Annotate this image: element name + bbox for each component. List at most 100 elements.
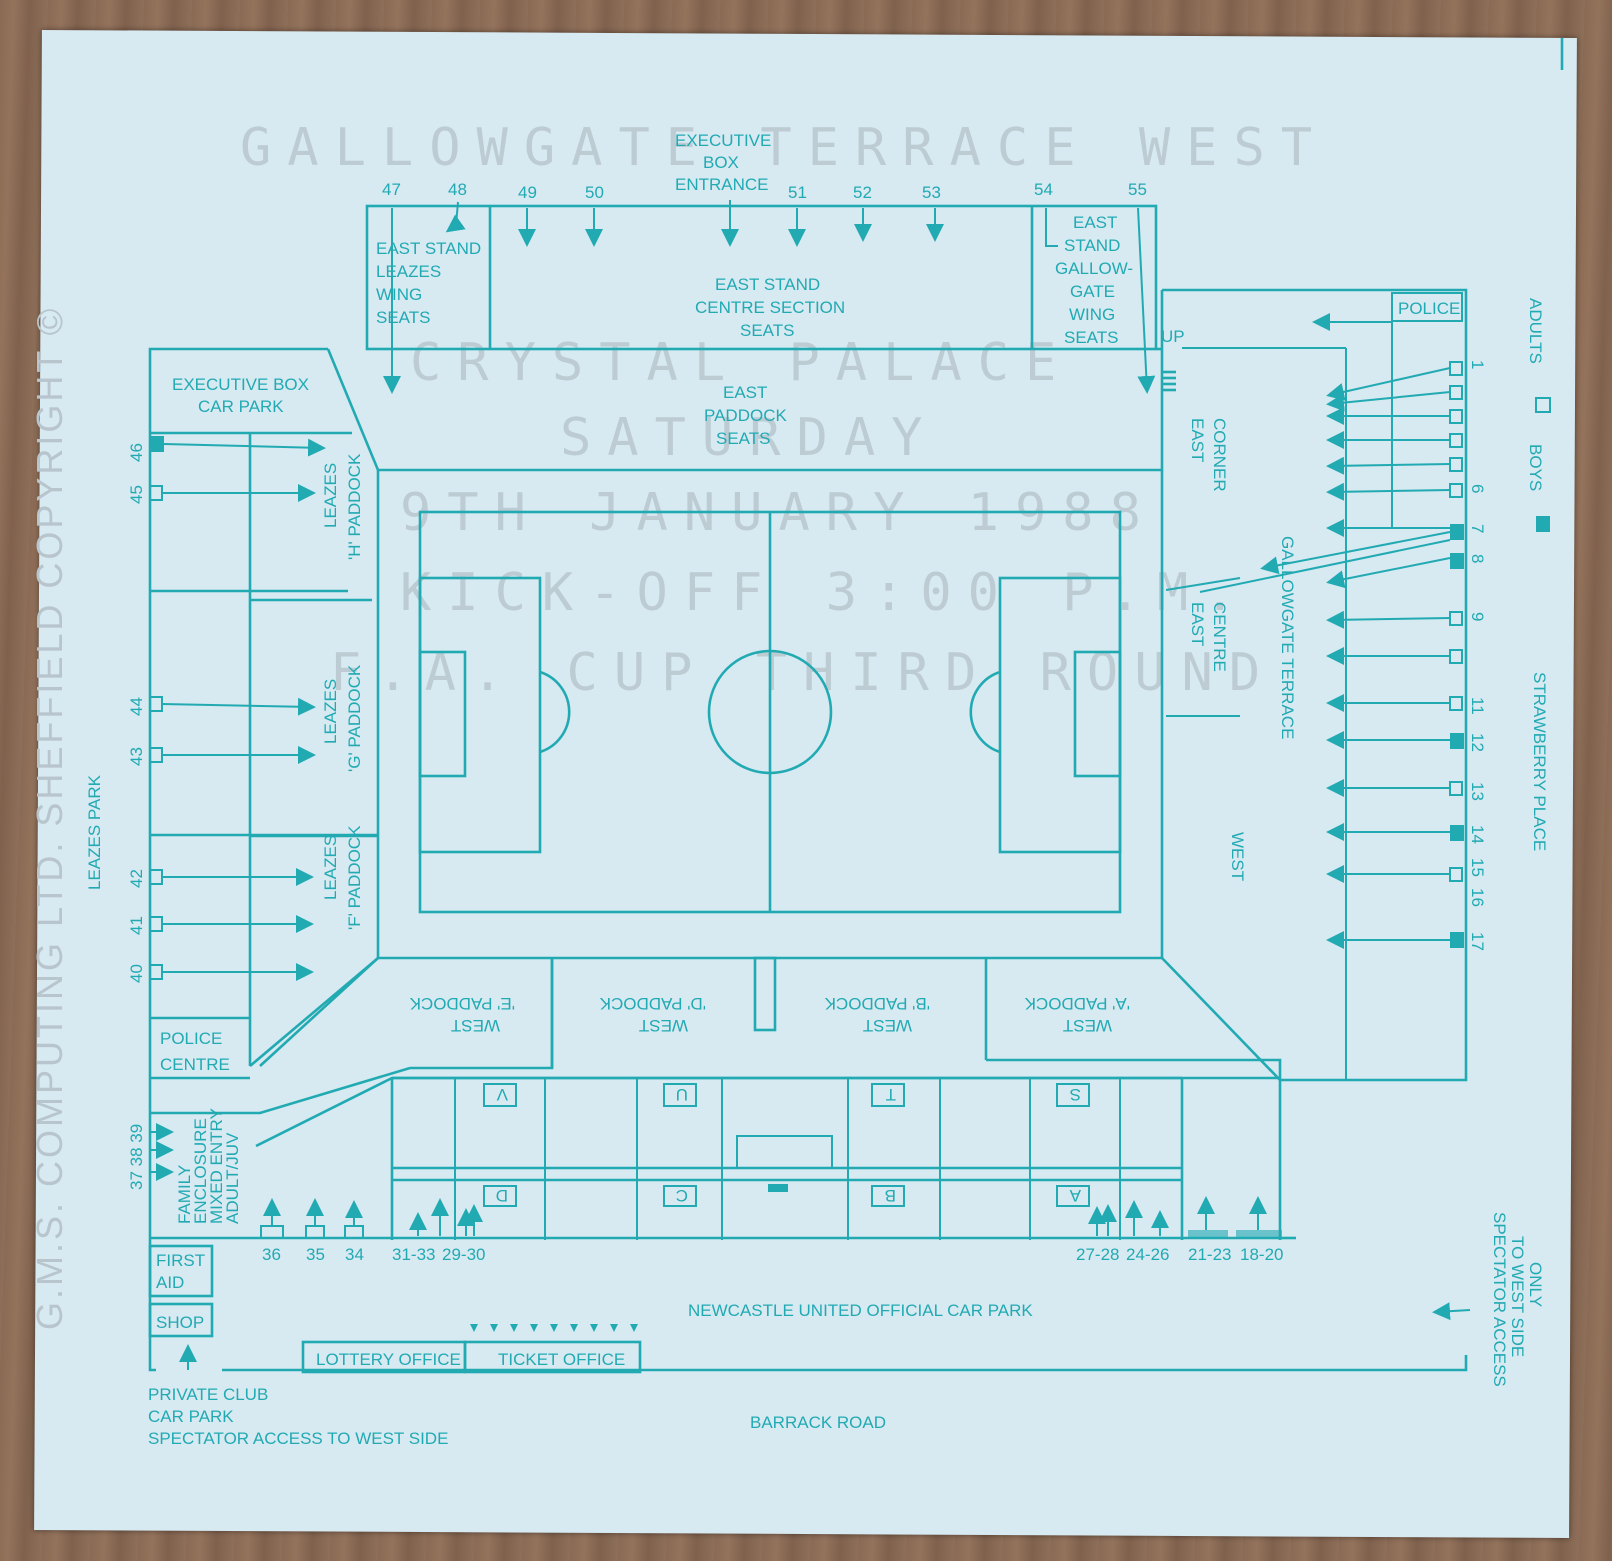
svg-text:SPECTATOR ACCESS: SPECTATOR ACCESS <box>1490 1212 1509 1387</box>
svg-text:SPECTATOR ACCESS TO WEST SIDE: SPECTATOR ACCESS TO WEST SIDE <box>148 1429 448 1448</box>
svg-text:WEST: WEST <box>639 1016 688 1035</box>
stand-outlines <box>148 204 1468 1374</box>
svg-text:EXECUTIVE: EXECUTIVE <box>675 131 771 150</box>
police-centre: POLICE CENTRE <box>160 1029 230 1074</box>
svg-text:FIRST: FIRST <box>156 1251 205 1270</box>
svg-text:CENTRE: CENTRE <box>1210 602 1229 672</box>
west-d-paddock: WEST 'D' PADDOCK <box>599 994 706 1035</box>
svg-text:FAMILY: FAMILY <box>175 1165 194 1224</box>
gate-44: 44 <box>127 697 146 716</box>
legend-boys-label: BOYS <box>1526 444 1545 491</box>
ghost-line-3: SATURDAY <box>560 408 938 468</box>
svg-text:LEAZES: LEAZES <box>321 463 340 528</box>
gate-15: 15 <box>1468 858 1487 877</box>
svg-text:BOX: BOX <box>703 153 739 172</box>
svg-text:EAST: EAST <box>1073 213 1117 232</box>
shop-label: SHOP <box>156 1313 204 1332</box>
ticket-office-label: TICKET OFFICE <box>498 1350 625 1369</box>
gate-54: 54 <box>1034 180 1053 199</box>
leazes-h-paddock: LEAZES 'H' PADDOCK <box>321 453 364 560</box>
first-aid-box <box>148 1244 214 1298</box>
svg-text:AID: AID <box>156 1273 184 1292</box>
gate-53: 53 <box>922 183 941 202</box>
gate-36: 36 <box>262 1245 281 1264</box>
east-corner-label: EAST CORNER <box>1188 418 1229 492</box>
gate-1: 1 <box>1468 360 1487 369</box>
gate-29-30: 29-30 <box>442 1245 485 1264</box>
ticket-office-box <box>463 1340 642 1374</box>
gate-49: 49 <box>518 183 537 202</box>
svg-text:EAST STAND: EAST STAND <box>376 239 481 258</box>
official-car-park-label: NEWCASTLE UNITED OFFICIAL CAR PARK <box>688 1301 1033 1320</box>
ghost-line-6: F.A. CUP THIRD ROUND <box>330 643 1276 703</box>
lottery-office-label: LOTTERY OFFICE <box>316 1350 461 1369</box>
ghost-line-1: GALLOWGATE TERRACE WEST <box>240 118 1328 178</box>
svg-text:CENTRE: CENTRE <box>160 1055 230 1074</box>
svg-text:SEATS: SEATS <box>716 429 770 448</box>
svg-text:EAST STAND: EAST STAND <box>715 275 820 294</box>
box-v: V <box>496 1085 508 1104</box>
gate-21-23: 21-23 <box>1188 1245 1231 1264</box>
east-stand-gallowgate-wing: EAST STAND GALLOW- GATE WING SEATS <box>1055 213 1133 347</box>
svg-text:WING: WING <box>376 285 422 304</box>
svg-text:'H' PADDOCK: 'H' PADDOCK <box>345 453 364 560</box>
box-b: B <box>885 1186 896 1205</box>
east-centre-label: EAST CENTRE <box>1188 602 1229 672</box>
gate-51: 51 <box>788 183 807 202</box>
top-gate-arrows <box>383 200 1156 394</box>
gate-18-20: 18-20 <box>1240 1245 1283 1264</box>
gate-35: 35 <box>306 1245 325 1264</box>
gate-50: 50 <box>585 183 604 202</box>
svg-text:PRIVATE CLUB: PRIVATE CLUB <box>148 1385 268 1404</box>
svg-text:CENTRE SECTION: CENTRE SECTION <box>695 298 845 317</box>
box-d: D <box>496 1186 508 1205</box>
barrack-road-label: BARRACK ROAD <box>750 1413 886 1432</box>
svg-text:GATE: GATE <box>1070 282 1115 301</box>
gate-8: 8 <box>1468 554 1487 563</box>
gate-34: 34 <box>345 1245 364 1264</box>
box-s: S <box>1070 1085 1081 1104</box>
shop-box <box>148 1302 214 1338</box>
leazes-park-label: LEAZES PARK <box>85 774 104 890</box>
gate-52: 52 <box>853 183 872 202</box>
svg-text:ADULT/JUV: ADULT/JUV <box>223 1132 242 1224</box>
gate-16: 16 <box>1468 888 1487 907</box>
legend: ADULTS BOYS <box>1526 298 1551 532</box>
gate-24-26: 24-26 <box>1126 1245 1169 1264</box>
svg-text:STAND: STAND <box>1064 236 1120 255</box>
gate-11: 11 <box>1468 697 1487 715</box>
svg-text:SEATS: SEATS <box>376 308 430 327</box>
gallowgate-terrace-label: GALLOWGATE TERRACE <box>1278 536 1297 739</box>
svg-text:'B' PADDOCK: 'B' PADDOCK <box>824 994 930 1013</box>
gate-12: 12 <box>1468 733 1487 752</box>
west-e-paddock: WEST 'E' PADDOCK <box>409 994 515 1035</box>
up-label: UP <box>1161 327 1185 346</box>
gate-9: 9 <box>1468 612 1487 621</box>
gate-41: 41 <box>127 916 146 935</box>
box-c: C <box>676 1186 688 1205</box>
legend-adults-label: ADULTS <box>1526 298 1545 364</box>
svg-text:'A' PADDOCK: 'A' PADDOCK <box>1024 994 1130 1013</box>
svg-text:TO WEST SIDE: TO WEST SIDE <box>1508 1236 1527 1357</box>
gate-27-28: 27-28 <box>1076 1245 1119 1264</box>
leazes-g-paddock: LEAZES 'G' PADDOCK <box>321 664 364 772</box>
private-club-label: PRIVATE CLUB CAR PARK SPECTATOR ACCESS T… <box>148 1385 448 1448</box>
gate-45: 45 <box>127 485 146 504</box>
gate-55: 55 <box>1128 180 1147 199</box>
box-a: A <box>1069 1186 1081 1205</box>
svg-text:LEAZES: LEAZES <box>321 679 340 744</box>
legend-adults-swatch <box>1535 397 1551 413</box>
ghost-line-2: CRYSTAL PALACE <box>410 333 1072 393</box>
ghost-line-5: KICK-OFF 3:00 P.M. <box>400 563 1252 623</box>
west-a-paddock: WEST 'A' PADDOCK <box>1024 994 1130 1035</box>
svg-text:MIXED ENTRY: MIXED ENTRY <box>207 1108 226 1224</box>
east-stand-centre-section: EAST STAND CENTRE SECTION SEATS <box>695 275 845 340</box>
svg-text:LEAZES: LEAZES <box>376 262 441 281</box>
pitch <box>418 510 1122 914</box>
family-enclosure: FAMILY ENCLOSURE MIXED ENTRY ADULT/JUV 3… <box>127 1108 242 1224</box>
legend-boys-swatch <box>1536 516 1550 532</box>
executive-box-entrance-label: EXECUTIVE BOX ENTRANCE <box>675 131 771 194</box>
svg-text:SEATS: SEATS <box>1064 328 1118 347</box>
svg-text:'E' PADDOCK: 'E' PADDOCK <box>409 994 515 1013</box>
